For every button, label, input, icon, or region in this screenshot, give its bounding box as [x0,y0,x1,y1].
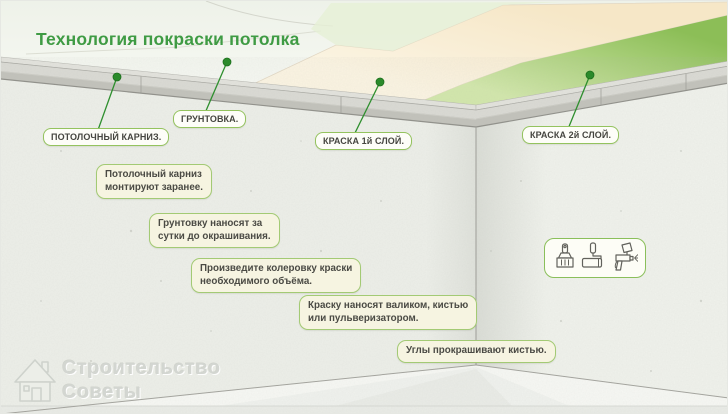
label-primer: ГРУНТОВКА. [173,110,247,128]
leader-line-primer [204,61,228,114]
leader-dot-paint2 [585,70,595,80]
leader-dot-paint1 [375,77,385,87]
watermark-line1: Строительство [62,357,221,379]
leader-line-cornice [97,76,118,131]
house-icon [14,359,56,402]
callout-apply-primer: Грунтовку наносят за сутки до окрашивани… [149,213,280,249]
tools-box [544,238,646,278]
callout-tint-paint: Произведите колеровку краски необходимог… [191,258,362,294]
paint-brush-icon [556,243,574,268]
leader-dot-cornice [112,72,122,82]
leader-line-paint1 [353,81,381,136]
leader-dot-primer [222,57,232,67]
leader-dots [112,57,595,87]
paint-roller-icon [581,242,603,268]
leader-lines [97,61,591,136]
label-ceiling-cornice: ПОТОЛОЧНЫЙ КАРНИЗ. [43,128,170,146]
label-paint-layer-2: КРАСКА 2й СЛОЙ. [522,126,620,144]
spray-gun-icon [614,242,638,271]
label-paint-layer-1: КРАСКА 1й СЛОЙ. [315,132,413,150]
wall-texture [1,57,727,413]
callout-mount-cornice: Потолочный карниз монтируют заранее. [96,164,212,200]
ceiling-seam-line [25,30,322,55]
callout-paint-corners: Углы прокрашивают кистью. [397,340,556,363]
page-title: Технология покраски потолка [36,29,300,49]
ceiling-wash [311,2,561,51]
callout-apply-paint: Краску наносят валиком, кистью или пульв… [299,295,478,331]
watermark-line2: Советы [62,381,142,403]
leader-line-paint2 [567,74,591,130]
